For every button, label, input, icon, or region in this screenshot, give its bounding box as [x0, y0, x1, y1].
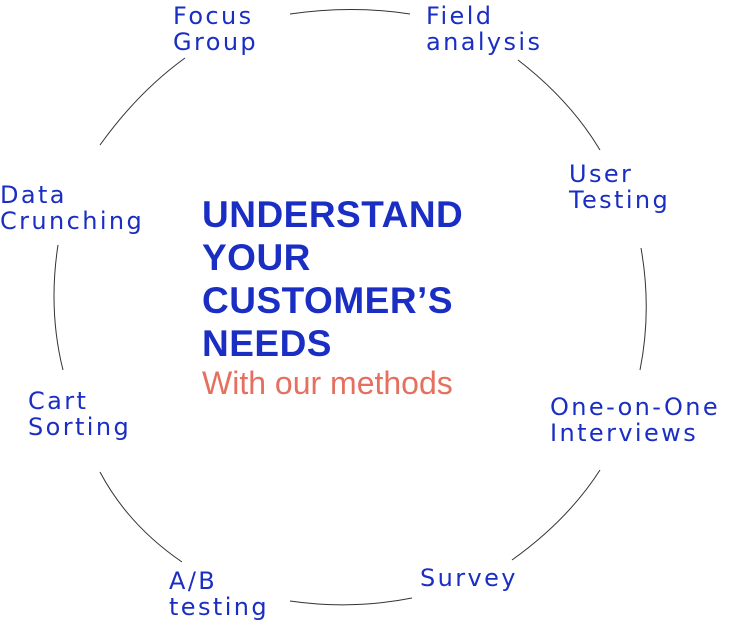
method-user-testing-line-1: User [569, 160, 634, 188]
method-ab-testing-line-1: A/B [169, 567, 218, 595]
method-data-crunching-line-1: Data [0, 181, 67, 209]
ring-arc-user-interviews [639, 247, 647, 371]
ring-arc-interviews-survey [511, 469, 601, 561]
ring-arc-focus-field [289, 9, 411, 15]
headline-line-3: CUSTOMER’S [202, 280, 454, 321]
method-data-crunching-line-2: Crunching [0, 207, 145, 235]
method-data-crunching: Data Crunching [0, 182, 144, 234]
method-focus-group-line-2: Group [173, 28, 259, 56]
headline-line-1: UNDERSTAND [202, 194, 464, 235]
ring-arc-cart-data [53, 244, 64, 371]
method-focus-group-line-1: Focus [173, 2, 254, 30]
method-user-testing-line-2: Testing [569, 186, 671, 214]
center-message: UNDERSTAND YOUR CUSTOMER’S NEEDS With ou… [202, 193, 463, 403]
method-field-analysis-line-1: Field [426, 2, 494, 30]
method-interviews-line-2: Interviews [550, 419, 699, 447]
method-ab-testing: A/B testing [169, 568, 269, 620]
method-focus-group: Focus Group [173, 3, 258, 55]
method-interviews-line-1: One-on-One [550, 393, 721, 421]
method-field-analysis-line-2: analysis [426, 28, 543, 56]
ring-arc-ab-cart [99, 471, 183, 563]
method-one-on-one-interviews: One-on-One Interviews [550, 394, 720, 446]
ring-arc-field-user [517, 59, 601, 151]
ring-arc-data-focus [99, 57, 186, 146]
method-survey-line-1: Survey [420, 564, 518, 592]
headline-line-4: NEEDS [202, 323, 332, 364]
method-field-analysis: Field analysis [426, 3, 542, 55]
method-cart-sorting: Cart Sorting [28, 388, 131, 440]
ring-arc-survey-ab [289, 597, 413, 606]
method-cart-sorting-line-2: Sorting [28, 413, 132, 441]
headline-subtitle: With our methods [202, 365, 453, 401]
method-cart-sorting-line-1: Cart [28, 387, 89, 415]
method-ab-testing-line-2: testing [169, 593, 270, 621]
method-survey: Survey [420, 565, 518, 591]
headline: UNDERSTAND YOUR CUSTOMER’S NEEDS [202, 193, 463, 365]
headline-line-2: YOUR [202, 237, 311, 278]
method-user-testing: User Testing [569, 161, 670, 213]
